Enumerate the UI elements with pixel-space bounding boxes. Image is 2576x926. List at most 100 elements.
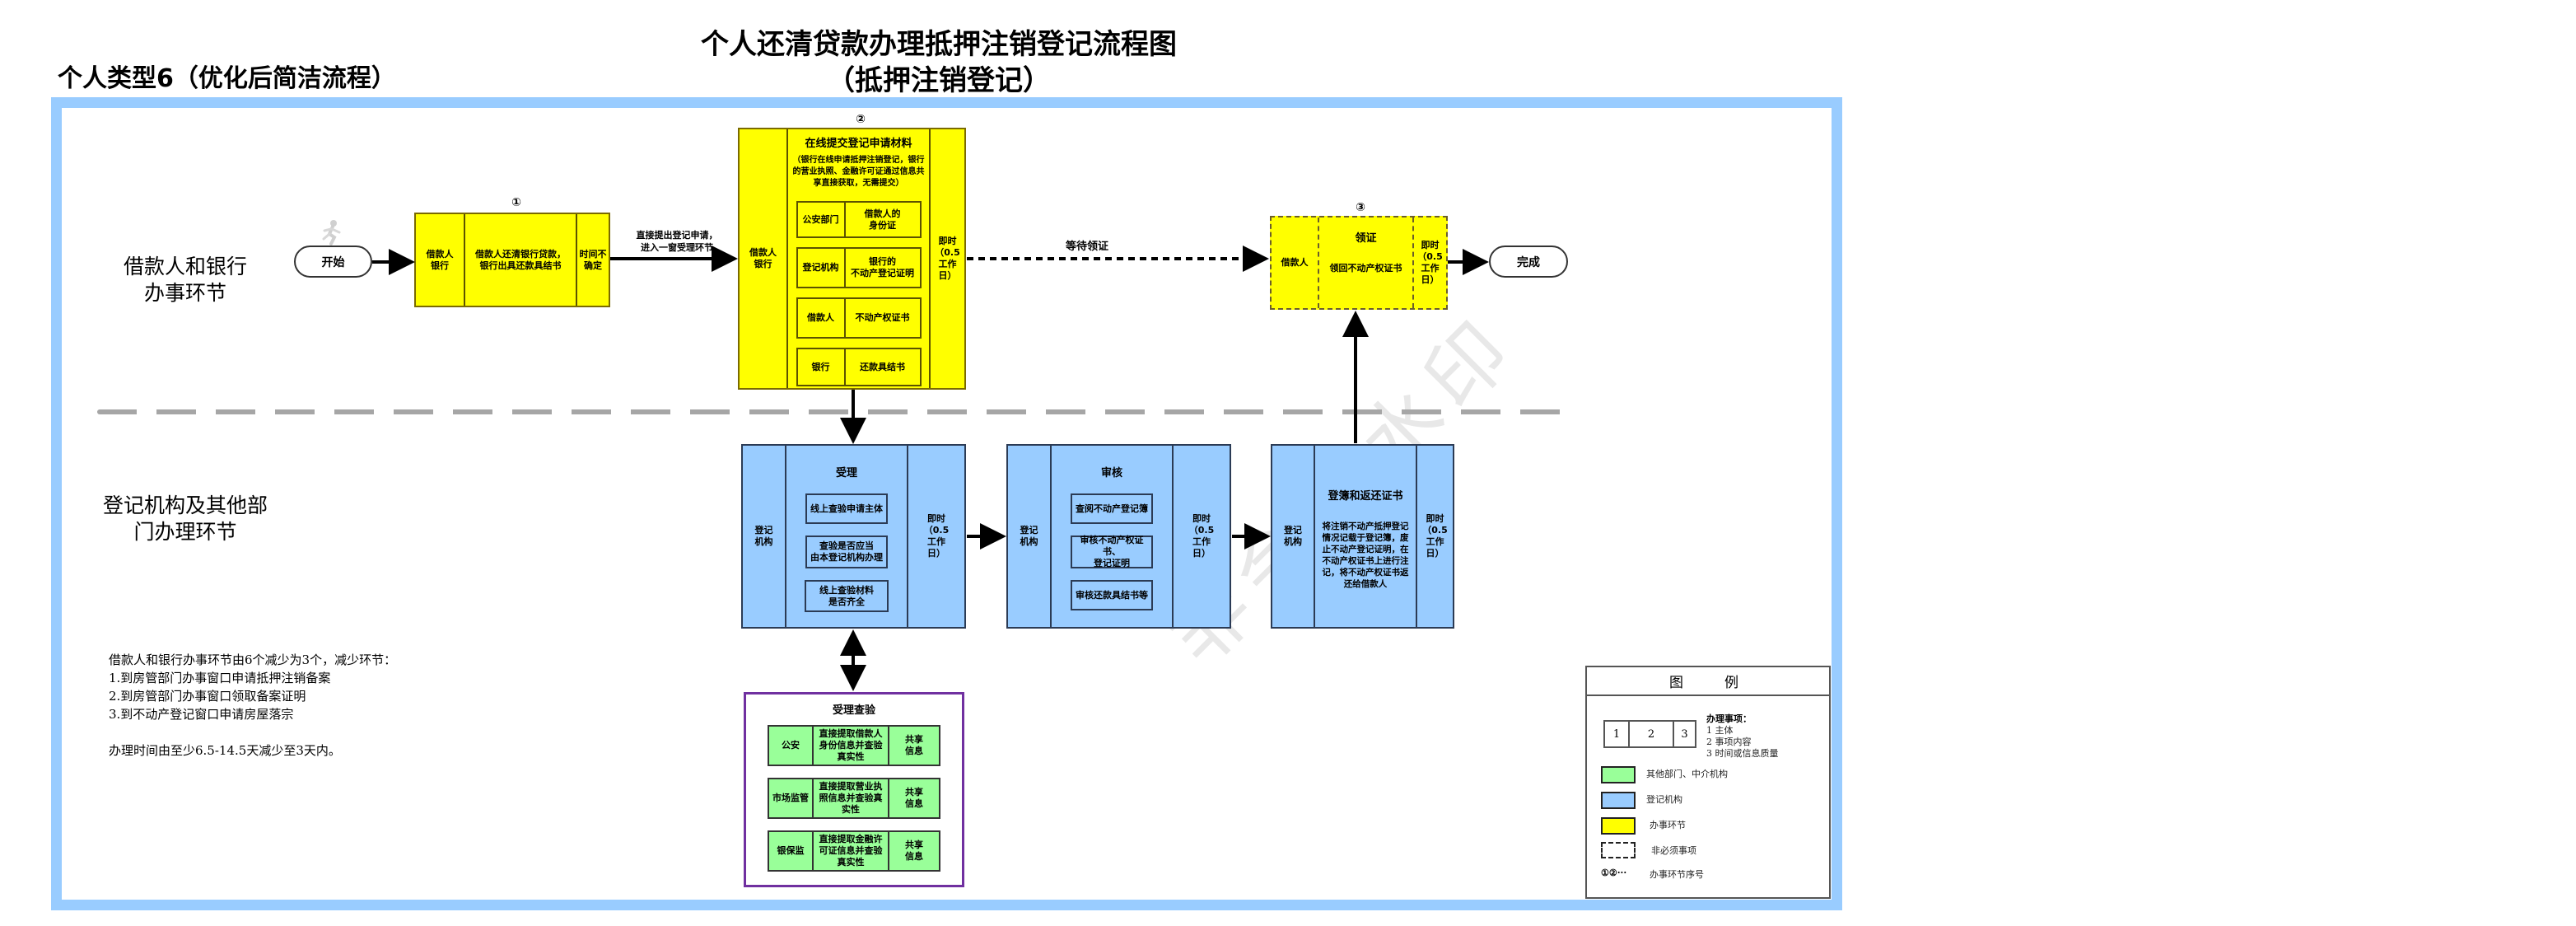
- verify-heading: 受理查验: [832, 704, 875, 717]
- verify-action: 直接提取借款人身份信息并查验真实性: [812, 727, 888, 765]
- legend-label-seq: 办事环节序号: [1650, 869, 1704, 880]
- stage-1-time: 时间不 确定: [576, 214, 609, 306]
- legend-swatch-blue: [1601, 792, 1636, 809]
- legend-matters-title: 办理事项：: [1706, 713, 1752, 724]
- material-row: 登记机构 银行的 不动产登记证明: [796, 247, 922, 288]
- accept-subject: 登记 机构: [754, 525, 773, 547]
- record-heading: 登簿和返还证书: [1328, 490, 1403, 503]
- stage-2-content: 在线提交登记申请材料 （银行在线申请抵押注销登记，银行的营业执照、金融许可证通过…: [786, 129, 929, 388]
- stage-2-box[interactable]: 借款人 银行 在线提交登记申请材料 （银行在线申请抵押注销登记，银行的营业执照、…: [738, 128, 966, 390]
- stage-1-box[interactable]: 借款人 银行 借款人还清银行贷款， 银行出具还款具结书 时间不 确定: [414, 213, 610, 307]
- review-heading: 审核: [1100, 467, 1122, 479]
- review-item: 审核还款具结书等: [1071, 580, 1153, 610]
- accept-heading: 受理: [835, 467, 857, 479]
- material-source: 公安部门: [802, 213, 839, 225]
- end-label: 完成: [1517, 255, 1540, 269]
- improvement-note: 借款人和银行办事环节由6个减少为3个，减少环节： 1.到房管部门办事窗口申请抵押…: [109, 651, 396, 760]
- verify-dept: 市场监管: [772, 793, 809, 803]
- legend-swatch-green: [1601, 766, 1636, 783]
- verify-mode: 共享 信息: [888, 832, 939, 870]
- legend-matter: 3 时间或信息质量: [1706, 748, 1779, 759]
- note-line: 3.到不动产登记窗口申请房屋落宗: [109, 707, 294, 722]
- note-line: 借款人和银行办事环节由6个减少为3个，减少环节：: [109, 652, 397, 667]
- verify-action: 直接提取营业执照信息并查验真实性: [812, 779, 888, 817]
- material-item: 不动产权证书: [843, 299, 920, 337]
- record-content: 登簿和返还证书 将注销不动产抵押登记情况记载于登记簿，废止不动产登记证明，在不动…: [1314, 446, 1416, 627]
- review-subject: 登记 机构: [1020, 525, 1038, 547]
- record-text: 将注销不动产抵押登记情况记载于登记簿，废止不动产登记证明，在不动产权证书上进行注…: [1322, 521, 1409, 589]
- lane-label-borrower-bank: 借款人和银行 办事环节: [123, 255, 247, 305]
- legend-label-dashed: 非必须事项: [1651, 845, 1696, 856]
- legend-title: 图例: [1587, 667, 1829, 696]
- legend-cell: 2: [1628, 722, 1673, 746]
- stage-2-subject: 借款人 银行: [749, 247, 777, 269]
- material-row: 借款人 不动产权证书: [796, 297, 922, 339]
- legend-label-green: 其他部门、中介机构: [1646, 769, 1728, 779]
- accept-content: 受理 线上查验申请主体 查验是否应当 由本登记机构办理 线上查验材料 是否齐全: [785, 446, 907, 627]
- verify-mode: 共享 信息: [888, 727, 939, 765]
- record-box[interactable]: 登记 机构 登簿和返还证书 将注销不动产抵押登记情况记载于登记簿，废止不动产登记…: [1271, 444, 1454, 629]
- lane-label-registry: 登记机构及其他部 门办理环节: [102, 493, 268, 544]
- accept-time: 即时 （0.5 工作 日）: [907, 446, 964, 627]
- legend-cell: 1: [1612, 727, 1621, 741]
- stage-2-time: 即时 （0.5 工作 日）: [929, 129, 964, 388]
- legend-label-yellow: 办事环节: [1650, 820, 1686, 830]
- legend: 图例 1 2 3 办理事项： 1 主体 2 事项内容 3 时间或信息质量 其他部…: [1585, 666, 1831, 899]
- diagram-subtitle: 个人类型6（优化后简洁流程）: [58, 64, 396, 93]
- accept-box[interactable]: 登记 机构 受理 线上查验申请主体 查验是否应当 由本登记机构办理 线上查验材料…: [741, 444, 966, 629]
- note-line: 办理时间由至少6.5-14.5天减少至3天内。: [109, 743, 341, 758]
- stage-1-subject: 借款人 银行: [426, 248, 454, 271]
- stage-1-content: 借款人还清银行贷款， 银行出具还款具结书: [464, 214, 576, 306]
- note-line: 1.到房管部门办事窗口申请抵押注销备案: [109, 671, 331, 685]
- connector-label-submit: 直接提出登记申请， 进入一窗受理环节: [636, 230, 718, 253]
- legend-matters: 办理事项： 1 主体 2 事项内容 3 时间或信息质量: [1706, 713, 1779, 760]
- legend-seq-symbol: ①②···: [1601, 868, 1627, 878]
- record-subject: 登记 机构: [1284, 525, 1302, 547]
- note-line: 2.到房管部门办事窗口领取备案证明: [109, 689, 306, 704]
- verify-action: 直接提取金融许可证信息并查验真实性: [812, 832, 888, 870]
- lane-divider: [97, 409, 1563, 414]
- verify-box[interactable]: 受理查验 公安 直接提取借款人身份信息并查验真实性 共享 信息 市场监管 直接提…: [744, 692, 964, 887]
- material-source: 借款人: [807, 312, 834, 323]
- stage-2-number: ②: [856, 113, 866, 126]
- accept-item: 线上查验材料 是否齐全: [805, 580, 889, 612]
- stage-3-subject: 借款人: [1281, 257, 1309, 268]
- stage-2-heading: 在线提交登记申请材料: [805, 138, 912, 150]
- legend-label-blue: 登记机构: [1646, 794, 1682, 805]
- review-box[interactable]: 登记 机构 审核 查阅不动产登记簿 审核不动产权证书、 登记证明 审核还款具结书…: [1006, 444, 1231, 629]
- review-time: 即时 （0.5 工作 日）: [1172, 446, 1230, 627]
- material-source: 登记机构: [802, 262, 839, 273]
- start-terminal: 开始: [294, 246, 372, 278]
- material-item: 还款具结书: [843, 349, 920, 385]
- review-item: 审核不动产权证书、 登记证明: [1071, 535, 1153, 568]
- stage-2-note: （银行在线申请抵押注销登记，银行的营业执照、金融许可证通过信息共享直接获取，无需…: [792, 156, 925, 188]
- verify-row: 银保监 直接提取金融许可证信息并查验真实性 共享 信息: [768, 830, 940, 872]
- legend-swatch-yellow: [1601, 817, 1636, 835]
- stage-3-number: ③: [1356, 201, 1365, 214]
- stage-2-materials: 公安部门 借款人的 身份证 登记机构 银行的 不动产登记证明 借款人 不动产权证…: [788, 201, 929, 386]
- verify-dept: 银保监: [777, 845, 805, 856]
- stage-3-content: 领证 领回不动产权证书: [1318, 217, 1412, 308]
- material-row: 银行 还款具结书: [796, 348, 922, 386]
- legend-dashed-icon: [1601, 842, 1636, 858]
- verify-mode: 共享 信息: [888, 779, 939, 817]
- review-item: 查阅不动产登记簿: [1071, 493, 1153, 524]
- accept-item: 查验是否应当 由本登记机构办理: [805, 535, 888, 568]
- verify-dept: 公安: [782, 740, 800, 751]
- end-terminal: 完成: [1489, 246, 1568, 278]
- record-time: 即时 （0.5 工作 日）: [1416, 446, 1453, 627]
- stage-3-box[interactable]: 借款人 领证 领回不动产权证书 即时 （0.5 工作 日）: [1270, 216, 1448, 310]
- stage-3-time: 即时 （0.5 工作 日）: [1412, 217, 1446, 308]
- stage-3-text: 领回不动产权证书: [1329, 263, 1402, 274]
- stage-1-number: ①: [511, 196, 521, 209]
- legend-cell: 3: [1673, 722, 1695, 746]
- legend-matter: 1 主体: [1706, 725, 1734, 736]
- title-line-1: 个人还清贷款办理抵押注销登记流程图: [701, 28, 1177, 61]
- material-source: 银行: [811, 361, 830, 372]
- connector-label-wait: 等待领证: [1065, 241, 1108, 253]
- title-line-2: （抵押注销登记）: [827, 64, 1051, 97]
- material-item: 银行的 不动产登记证明: [843, 249, 920, 287]
- review-content: 审核 查阅不动产登记簿 审核不动产权证书、 登记证明 审核还款具结书等: [1050, 446, 1172, 627]
- accept-item: 线上查验申请主体: [805, 493, 888, 524]
